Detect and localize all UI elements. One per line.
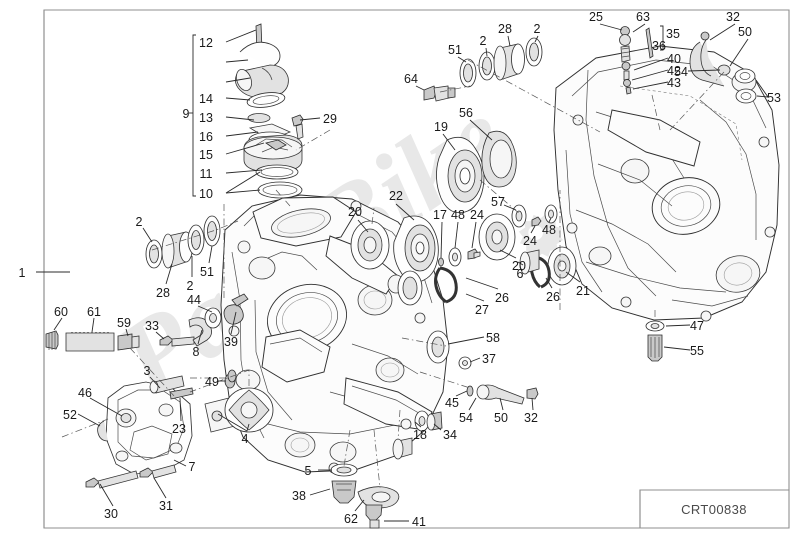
callout-15: 15 (199, 148, 213, 162)
callout-47: 47 (690, 319, 704, 333)
callout-28-b: 28 (498, 22, 512, 36)
callout-41: 41 (412, 515, 426, 529)
callout-33: 33 (145, 319, 159, 333)
callout-62: 62 (344, 512, 358, 526)
breather-valve-set (619, 25, 664, 95)
callout-53: 53 (767, 91, 781, 105)
callout-2-c: 2 (480, 34, 487, 48)
callout-10: 10 (199, 187, 213, 201)
callout-5: 5 (305, 464, 312, 478)
spring-clip-set (689, 31, 757, 104)
callout-42: 42 (667, 64, 681, 78)
callout-30: 30 (104, 507, 118, 521)
callout-48-a: 48 (451, 208, 465, 222)
callout-37: 37 (482, 352, 496, 366)
callout-52: 52 (63, 408, 77, 422)
callout-58: 58 (486, 331, 500, 345)
callout-1: 1 (19, 266, 26, 280)
callout-4: 4 (242, 432, 249, 446)
callout-11: 11 (200, 167, 213, 181)
oil-pump-assembly (85, 375, 194, 489)
callout-17: 17 (433, 208, 447, 222)
callout-2-d: 2 (534, 22, 541, 36)
callout-13: 13 (199, 111, 213, 125)
callout-18: 18 (413, 428, 427, 442)
callout-22: 22 (389, 189, 403, 203)
callout-26-a: 26 (495, 291, 509, 305)
oil-drain-set (330, 410, 443, 529)
clutch-lever-set (159, 293, 249, 389)
callout-8: 8 (193, 345, 200, 359)
oil-pump-rotors (204, 369, 274, 433)
callout-44: 44 (187, 293, 201, 307)
callout-54-a: 54 (674, 65, 688, 79)
callout-61: 61 (87, 305, 101, 319)
callout-12: 12 (199, 36, 213, 50)
callout-35: 35 (666, 27, 680, 41)
callout-24-a: 24 (470, 208, 484, 222)
callout-32-b: 32 (524, 411, 538, 425)
right-plug-bolt (645, 320, 665, 362)
callout-50-b: 50 (494, 411, 508, 425)
right-half-crankcase (553, 45, 780, 322)
callout-16: 16 (199, 130, 213, 144)
callout-55: 55 (690, 344, 704, 358)
callout-20-b: 20 (512, 259, 526, 273)
callout-59: 59 (117, 316, 131, 330)
callout-60: 60 (54, 305, 68, 319)
callout-36: 36 (652, 39, 666, 53)
callout-24-b: 24 (523, 234, 537, 248)
construction-lines (61, 59, 725, 489)
callout-45: 45 (445, 396, 459, 410)
callout-21: 21 (576, 284, 590, 298)
top-bearing-set (459, 37, 543, 88)
callout-23: 23 (172, 422, 186, 436)
callout-9: 9 (183, 107, 190, 121)
diagram-frame (43, 9, 790, 529)
callout-7: 7 (189, 460, 196, 474)
callout-19: 19 (434, 120, 448, 134)
left-half-crankcase (220, 194, 449, 474)
callout-40: 40 (667, 52, 681, 66)
callout-38: 38 (292, 489, 306, 503)
callout-6: 6 (517, 267, 524, 281)
callout-26-b: 26 (546, 290, 560, 304)
callout-57: 57 (491, 195, 505, 209)
callout-48-b: 48 (542, 223, 556, 237)
callout-50-a: 50 (738, 25, 752, 39)
callout-31: 31 (159, 499, 173, 513)
callout-2-a: 2 (136, 215, 143, 229)
callout-49: 49 (205, 375, 219, 389)
callout-64: 64 (404, 72, 418, 86)
callout-32-a: 32 (726, 10, 740, 24)
drawing-code: CRT00838 (681, 502, 747, 517)
water-pump-stack (189, 23, 304, 199)
center-bearing-row (350, 85, 577, 306)
callout-3: 3 (144, 364, 151, 378)
callout-51-b: 51 (448, 43, 462, 57)
tensioner-spring-set (45, 330, 140, 352)
callout-2-b: 2 (187, 279, 194, 293)
callout-14: 14 (199, 92, 213, 106)
callout-54-b: 54 (459, 411, 473, 425)
callout-labels: 1 9 12 14 13 16 15 11 10 29 2 28 2 51 22… (19, 10, 781, 529)
lower-seal-set (426, 330, 539, 405)
callout-29: 29 (323, 112, 337, 126)
callout-51-a: 51 (200, 265, 214, 279)
callout-25: 25 (589, 10, 603, 24)
callout-43: 43 (667, 76, 681, 90)
callout-20-a: 20 (348, 205, 362, 219)
callout-46: 46 (78, 386, 92, 400)
callout-63: 63 (636, 10, 650, 24)
callout-34: 34 (443, 428, 457, 442)
callout-28-a: 28 (156, 286, 170, 300)
callout-56: 56 (459, 106, 473, 120)
leader-lines (36, 23, 769, 522)
callout-27: 27 (475, 303, 489, 317)
callout-39: 39 (224, 335, 238, 349)
